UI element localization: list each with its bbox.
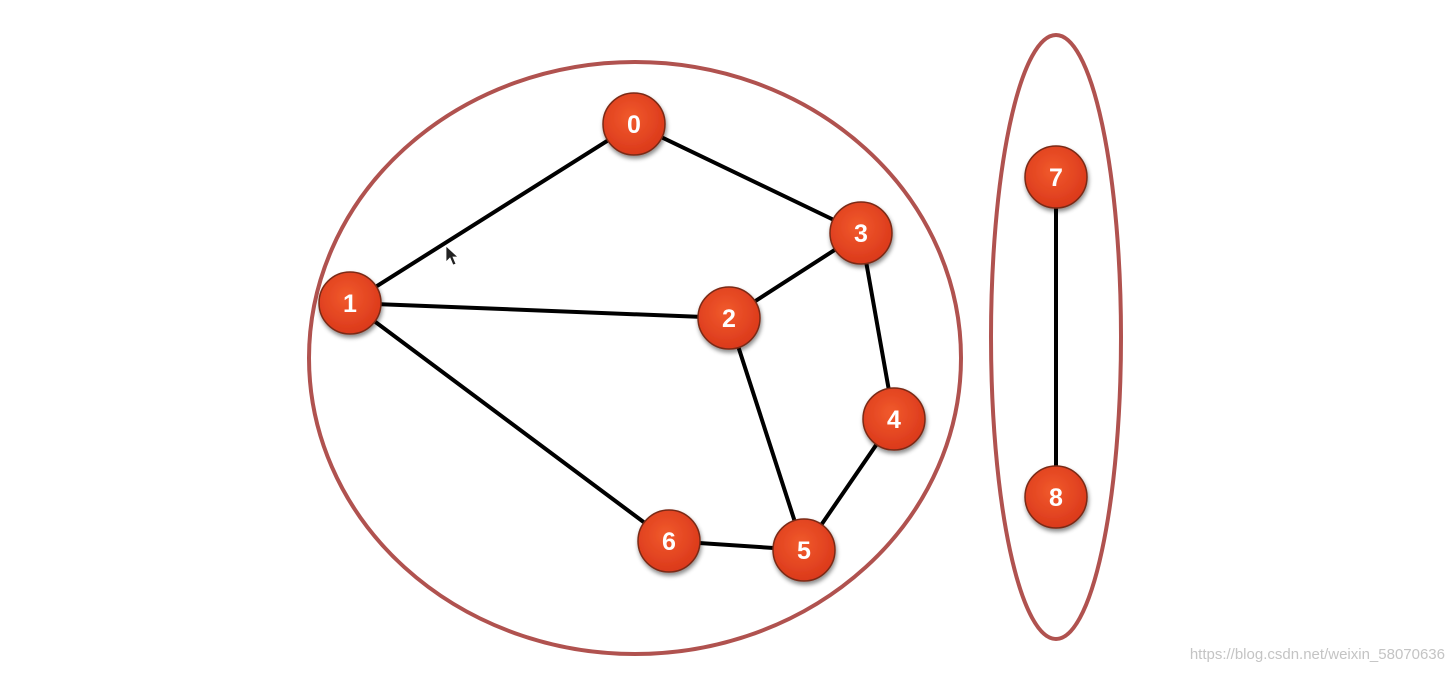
node-label-5: 5 (797, 537, 811, 565)
node-circle-1 (318, 271, 382, 335)
node-label-4: 4 (887, 406, 901, 434)
node-circle-3 (829, 201, 893, 265)
node-3: 3 (829, 201, 893, 265)
node-label-8: 8 (1049, 484, 1063, 512)
component-outline-1 (307, 60, 963, 656)
node-label-6: 6 (662, 528, 676, 556)
node-circle-2 (697, 286, 761, 350)
edge-1-2 (348, 301, 731, 320)
node-label-0: 0 (627, 111, 641, 139)
node-label-7: 7 (1049, 164, 1063, 192)
node-1: 1 (318, 271, 382, 335)
node-4: 4 (862, 387, 926, 451)
edge-2-5 (727, 316, 806, 552)
node-label-2: 2 (722, 305, 736, 333)
node-label-1: 1 (343, 290, 357, 318)
mouse-cursor-icon (445, 245, 460, 266)
node-circle-8 (1024, 465, 1088, 529)
node-circle-4 (862, 387, 926, 451)
component-outlines (307, 33, 1123, 656)
edge-1-6 (348, 301, 671, 543)
node-circle-5 (772, 518, 836, 582)
component-outline-2 (989, 33, 1123, 641)
watermark-text: https://blog.csdn.net/weixin_58070636 (1189, 646, 1445, 663)
node-6: 6 (637, 509, 701, 573)
node-7: 7 (1024, 145, 1088, 209)
node-circle-7 (1024, 145, 1088, 209)
node-5: 5 (772, 518, 836, 582)
node-circle-0 (602, 92, 666, 156)
node-circle-6 (637, 509, 701, 573)
edge-1-0 (348, 122, 636, 305)
node-8: 8 (1024, 465, 1088, 529)
node-0: 0 (602, 92, 666, 156)
node-2: 2 (697, 286, 761, 350)
nodes: 0 1 2 3 4 5 6 7 8 (318, 92, 1088, 582)
edge-0-3 (632, 122, 863, 235)
node-label-3: 3 (854, 220, 868, 248)
edges (348, 122, 1058, 552)
